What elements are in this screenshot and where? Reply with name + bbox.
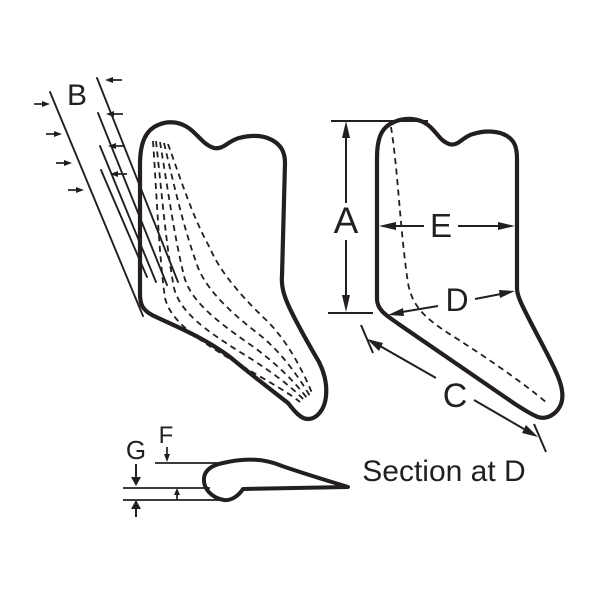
pointer-arrow-right xyxy=(34,101,84,193)
arrowhead-up xyxy=(174,488,180,495)
arrowhead-left xyxy=(388,308,404,316)
dimension-c: C xyxy=(360,324,547,453)
cross-section-outline xyxy=(201,457,350,503)
wear-depth-line xyxy=(99,145,157,283)
arrowhead-down xyxy=(164,454,170,462)
arrowhead-right xyxy=(498,222,515,230)
wear-line xyxy=(163,142,311,397)
arrowhead-down xyxy=(342,295,350,312)
wear-line xyxy=(155,140,305,401)
arrowhead-left xyxy=(379,222,396,230)
dim-label-a: A xyxy=(334,200,359,241)
arrowhead-up xyxy=(131,500,141,509)
extension-tick xyxy=(533,423,547,453)
wear-line xyxy=(152,140,301,403)
arrowhead-up xyxy=(342,121,350,138)
dim-label-e: E xyxy=(430,207,452,244)
dim-label-d: D xyxy=(445,282,468,318)
wear-depth-line xyxy=(49,91,144,317)
dimension-a: A xyxy=(328,120,428,314)
wear-depth-line xyxy=(97,112,168,286)
blade-side-view-worn: B xyxy=(34,77,329,422)
dim-label-c: C xyxy=(443,377,468,415)
arrowhead-downright xyxy=(522,425,538,437)
dim-label-b: B xyxy=(67,79,87,112)
pointer-arrow-left xyxy=(105,77,127,177)
dim-label-f: F xyxy=(159,422,174,449)
dimension-d: D xyxy=(388,282,515,318)
arrowhead-down xyxy=(131,477,141,486)
dimension-g: G xyxy=(126,435,146,517)
dimension-e: E xyxy=(379,207,515,244)
arrowhead-right xyxy=(499,290,515,298)
blade-outline xyxy=(374,116,565,420)
dimension-f: F xyxy=(159,422,180,500)
arrowhead-upleft xyxy=(367,339,383,351)
wear-depth-line xyxy=(100,169,148,278)
wear-line xyxy=(167,143,313,394)
wear-depth-line xyxy=(96,77,179,283)
blade-side-view-dimensioned: A E D C xyxy=(328,116,565,453)
wear-line xyxy=(390,126,548,404)
section-caption: Section at D xyxy=(362,455,525,488)
dim-label-g: G xyxy=(126,435,146,465)
blade-cross-section: F G Section at D xyxy=(123,422,526,517)
blade-outline xyxy=(137,120,329,422)
